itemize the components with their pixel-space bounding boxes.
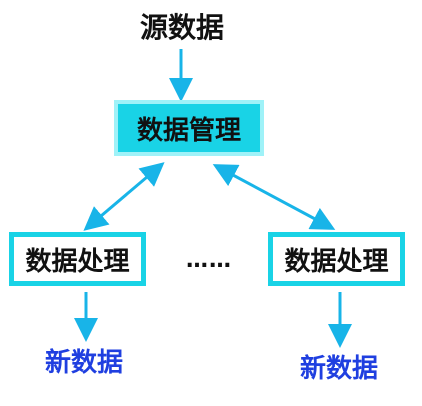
arrow-management-to-processing-left [83, 162, 165, 231]
source-data-label: 源数据 [139, 11, 224, 44]
data-processing-box-right: 数据处理 [268, 232, 405, 286]
data-processing-box-left: 数据处理 [9, 232, 146, 286]
data-management-box: 数据管理 [114, 100, 264, 156]
new-data-label-right: 新数据 [299, 354, 378, 384]
new-data-label-left: 新数据 [44, 348, 123, 378]
ellipsis-label: …… [186, 248, 232, 273]
arrow-management-to-processing-right [212, 164, 336, 230]
